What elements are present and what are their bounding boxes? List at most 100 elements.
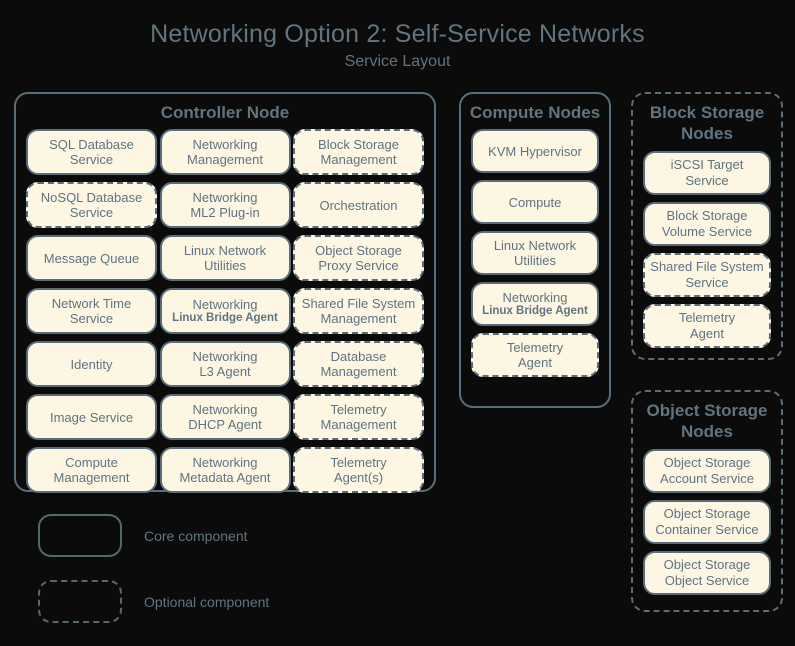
service-label-line1: Linux Network: [183, 242, 267, 258]
service-label-line2: Linux Bridge Agent: [172, 312, 278, 325]
service-label-line1: Orchestration: [319, 197, 398, 213]
service-label-line2: Management: [320, 417, 397, 433]
service-box: Identity: [26, 341, 157, 388]
service-label-line1: Networking: [192, 189, 258, 205]
service-label-line1: Networking: [192, 136, 258, 152]
service-label-line1: Object Storage: [663, 557, 751, 573]
service-box: Message Queue: [26, 235, 157, 282]
service-label-line2: Object Service: [664, 572, 750, 588]
service-label-line1: Telemetry: [330, 401, 387, 417]
service-label-line1: Networking: [192, 401, 258, 417]
service-label-line2: Service: [685, 274, 729, 290]
service-label-line2: L3 Agent: [199, 364, 251, 380]
legend: Core component Optional component: [38, 514, 418, 646]
legend-row-core: Core component: [38, 514, 418, 557]
service-label-line1: Message Queue: [43, 250, 140, 266]
service-label-line2: Service: [69, 311, 114, 327]
legend-swatch-core: [38, 514, 122, 557]
service-label-line1: Telemetry: [678, 310, 736, 326]
service-label-line2: Proxy Service: [318, 258, 399, 274]
service-label-line1: Linux Network: [493, 237, 577, 253]
service-label-line1: Image Service: [49, 409, 134, 425]
service-label-line1: iSCSI Target: [670, 157, 744, 173]
legend-label-optional: Optional component: [144, 593, 270, 610]
service-label-line2: Metadata Agent: [179, 470, 271, 486]
service-label-line2: Management: [320, 311, 397, 327]
legend-swatch-optional: [38, 580, 122, 623]
service-label-line1: Networking: [192, 454, 258, 470]
service-label-line1: Networking: [502, 289, 568, 305]
service-label-line2: Service: [69, 205, 114, 221]
service-label-line1: Database: [330, 348, 387, 364]
service-label-line1: NoSQL Database: [40, 189, 143, 205]
service-box: Image Service: [26, 394, 157, 441]
service-label-line2: Volume Service: [661, 223, 753, 239]
service-box: KVM Hypervisor: [471, 129, 599, 174]
legend-row-optional: Optional component: [38, 580, 418, 623]
service-label-line1: Object Storage: [663, 455, 751, 471]
page-title: Networking Option 2: Self-Service Networ…: [150, 20, 645, 48]
service-label-line1: Shared File System: [650, 259, 764, 275]
service-box: Compute: [471, 180, 599, 225]
group-title-compute-nodes: Compute Nodes: [469, 103, 601, 122]
group-title-block-storage-nodes: Block Storage Nodes: [649, 103, 765, 144]
service-box: Orchestration: [293, 182, 424, 229]
service-label-line1: Identity: [70, 356, 113, 372]
service-label-line1: KVM Hypervisor: [488, 143, 582, 159]
service-label-line2: Management: [320, 152, 397, 168]
service-label-line2: Agent(s): [333, 470, 384, 486]
group-title-object-storage-nodes: Object Storage Nodes: [646, 401, 768, 442]
service-label-line1: Block Storage: [318, 136, 399, 152]
service-label-line2: Account Service: [660, 470, 754, 486]
service-label-line1: Object Storage: [663, 506, 751, 522]
service-label-line2: Linux Bridge Agent: [482, 305, 588, 318]
diagram-header: Networking Option 2: Self-Service Networ…: [0, 0, 795, 71]
service-label-line2: Container Service: [655, 521, 759, 537]
service-label-line1: Networking: [192, 348, 258, 364]
service-label-line2: Agent: [518, 355, 552, 371]
service-label-line1: Telemetry: [330, 454, 387, 470]
service-label-line2: Management: [320, 364, 397, 380]
service-label-line2: Service: [69, 152, 114, 168]
service-label-line1: Shared File System: [301, 295, 416, 311]
service-label-line1: Telemetry: [506, 339, 564, 355]
service-label-line2: Service: [685, 172, 729, 188]
service-label-line1: SQL Database: [49, 136, 134, 152]
service-label-line1: Object Storage: [315, 242, 402, 258]
service-label-line2: ML2 Plug-in: [190, 205, 260, 221]
